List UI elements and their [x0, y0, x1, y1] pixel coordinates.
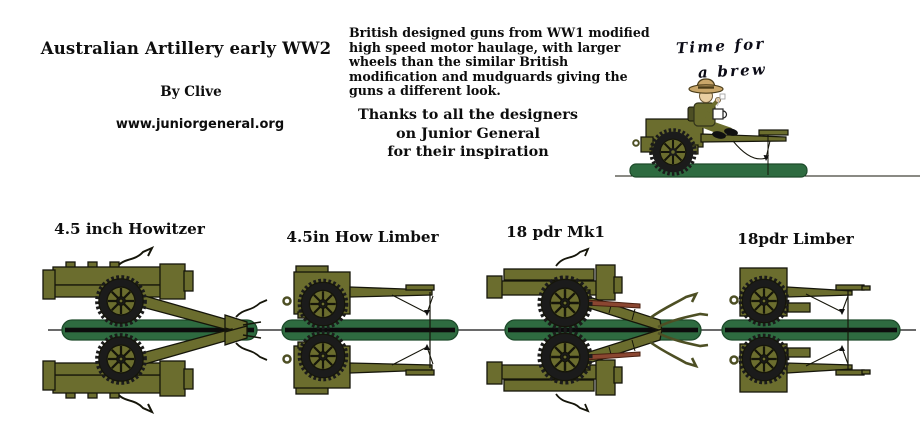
- intro-paragraph: British designed guns from WW1 modified …: [349, 25, 650, 99]
- intro-line: British designed guns from WW1 modified: [349, 25, 650, 40]
- website-url: www.juniorgeneral.org: [115, 117, 285, 132]
- thanks-note: Thanks to all the designers on Junior Ge…: [338, 106, 598, 162]
- howitzer-figure: [42, 245, 268, 335]
- howitzer-limber-figure: [282, 265, 435, 330]
- figure-label-howitzer: 4.5 inch Howitzer: [54, 220, 205, 238]
- thanks-line: for their inspiration: [387, 143, 549, 161]
- soldier-with-mug: [687, 78, 738, 139]
- mug-icon: [712, 108, 724, 120]
- thanks-line: on Junior General: [396, 124, 540, 142]
- page-title: Australian Artillery early WW2: [40, 39, 332, 58]
- figure-label-18pdr: 18 pdr Mk1: [506, 223, 605, 241]
- figure-label-18pdr-limber: 18pdr Limber: [737, 230, 854, 248]
- figure-label-how-limber: 4.5in How Limber: [286, 228, 439, 246]
- intro-line: high speed motor haulage, with larger: [349, 39, 621, 55]
- thanks-line: Thanks to all the designers: [358, 106, 578, 123]
- steam: [716, 97, 719, 107]
- byline: By Clive: [160, 84, 222, 100]
- 18pdr-limber-figure: [729, 267, 871, 329]
- intro-line: modification and mudguards giving the: [349, 68, 628, 84]
- intro-line: guns a different look.: [349, 83, 501, 98]
- brew-caption-line2: a brew: [697, 60, 768, 82]
- 18pdr-figure-mirror: [487, 329, 708, 411]
- intro-line: wheels than the similar British: [349, 54, 569, 69]
- brew-cartoon: [615, 78, 920, 178]
- biscuit: [719, 93, 726, 100]
- 18pdr-figure: [486, 247, 709, 332]
